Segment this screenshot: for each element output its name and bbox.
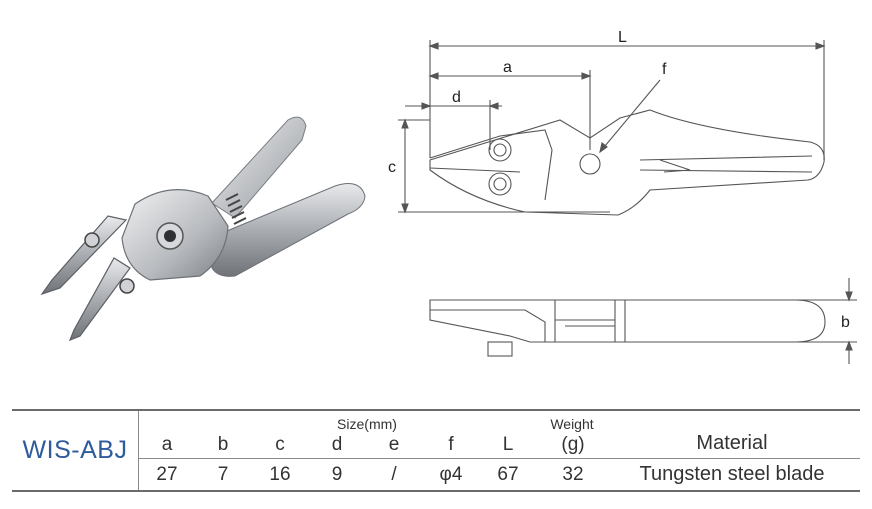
header-f: f (448, 434, 454, 455)
product-photo (40, 116, 366, 342)
weight-header: Weight (550, 416, 594, 432)
dim-label-b: b (841, 314, 850, 331)
table-top-rule (12, 409, 860, 411)
value-c: 16 (269, 464, 291, 485)
top-view-drawing: L a d f c (388, 29, 826, 216)
value-f: φ4 (439, 464, 463, 485)
header-a: a (161, 434, 173, 455)
header-c: c (275, 434, 285, 455)
table-header-divider (139, 458, 860, 459)
dim-label-L: L (618, 29, 627, 46)
spec-table: WIS-ABJ Size(mm) Weight a b c d e f L (g… (12, 406, 860, 496)
value-L: 67 (497, 464, 519, 485)
header-d: d (331, 434, 343, 455)
header-L: L (502, 434, 514, 455)
header-material: Material (696, 432, 768, 454)
value-weight: 32 (562, 464, 584, 485)
model-name: WIS-ABJ (22, 436, 128, 464)
value-material: Tungsten steel blade (639, 463, 825, 485)
dim-label-f: f (662, 61, 667, 78)
header-weight-unit: (g) (561, 434, 585, 455)
value-a: 27 (156, 464, 178, 485)
value-d: 9 (331, 464, 343, 485)
table-bottom-rule (12, 490, 860, 492)
value-e: / (391, 464, 397, 485)
table-vertical-divider (138, 411, 139, 490)
dim-label-d: d (452, 89, 461, 106)
dim-label-a: a (503, 59, 512, 76)
header-b: b (217, 434, 229, 455)
header-e: e (388, 434, 400, 455)
dim-label-c: c (388, 159, 396, 176)
size-group-title: Size(mm) (337, 416, 397, 432)
side-view-drawing: b (429, 278, 857, 364)
value-b: 7 (217, 464, 229, 485)
